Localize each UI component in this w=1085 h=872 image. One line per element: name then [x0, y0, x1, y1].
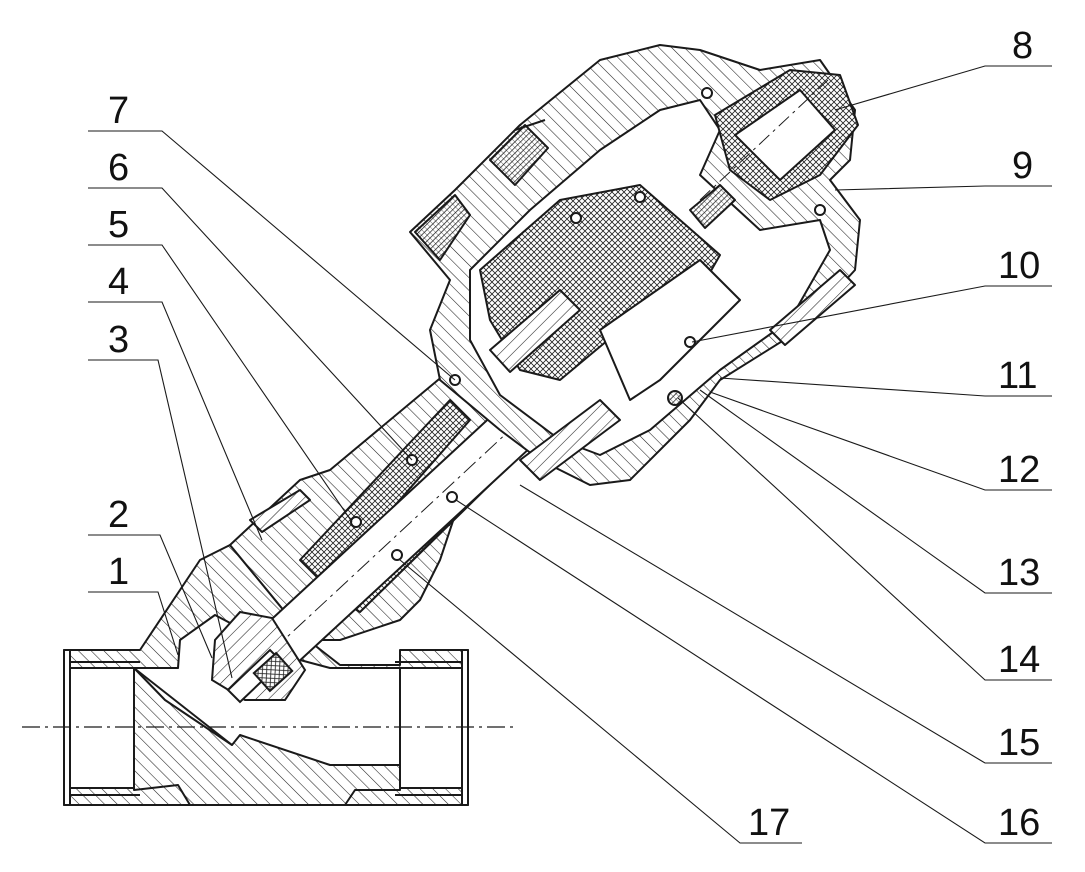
callout-labels: 1 2 3 4 5 6 7 8 9 10 11 12 13 14 15 16 1… [108, 25, 1040, 844]
callout-10: 10 [998, 245, 1040, 287]
callout-13: 13 [998, 552, 1040, 594]
callout-6: 6 [108, 147, 129, 189]
callout-14: 14 [998, 639, 1040, 681]
callout-4: 4 [108, 261, 129, 303]
actuator-housing [350, 44, 861, 561]
callout-1: 1 [108, 551, 129, 593]
callout-7: 7 [108, 90, 129, 132]
valve-disc [210, 610, 307, 704]
callout-9: 9 [1012, 145, 1033, 187]
callout-15: 15 [998, 722, 1040, 764]
leader-lines [88, 65, 1052, 844]
callout-2: 2 [108, 494, 129, 536]
callout-8: 8 [1012, 25, 1033, 67]
callout-16: 16 [998, 802, 1040, 844]
callout-5: 5 [108, 204, 129, 246]
callout-17: 17 [748, 802, 790, 844]
callout-12: 12 [998, 449, 1040, 491]
callout-11: 11 [998, 355, 1037, 397]
callout-3: 3 [108, 319, 129, 361]
